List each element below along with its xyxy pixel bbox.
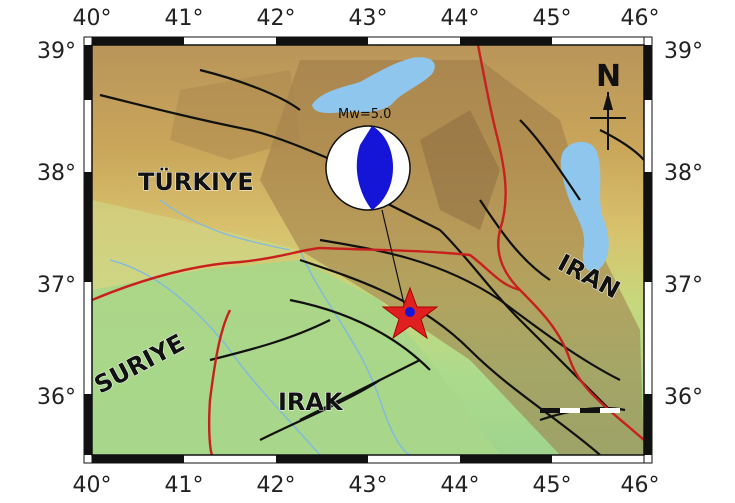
scale-bar [540,408,620,413]
lat-label: 37° [37,273,76,298]
lon-label: 44° [441,473,480,498]
magnitude-label: Mw=5.0 [338,107,391,122]
lon-label: 45° [533,6,572,31]
lat-label: 36° [664,385,703,410]
map-area: N Mw=5.0 TÜRKIYE IRAN SURIYE IRAK [92,45,644,455]
lon-labels-top: 40° 41° 42° 43° 44° 45° 46° [73,6,660,31]
river [159,199,291,251]
lon-label: 44° [441,6,480,31]
border-turkey-syria [92,246,321,302]
country-label-turkey: TÜRKIYE [138,166,254,196]
epicenter-star [381,286,439,340]
beachball-link [381,209,406,309]
lon-label: 42° [257,473,296,498]
lon-label: 46° [621,6,660,31]
lat-label: 36° [37,385,76,410]
lake-urmia [560,141,609,272]
north-label: N [596,59,621,94]
country-label-iraq: IRAK [278,388,344,416]
map-frame [83,36,653,464]
lon-label: 43° [349,6,388,31]
lon-labels-bottom: 40° 41° 42° 43° 44° 45° 46° [73,473,660,498]
lat-labels-left: 39° 38° 37° 36° [37,39,76,410]
border-turkey-iran [476,45,521,291]
lat-label: 37° [664,273,703,298]
lon-label: 46° [621,473,660,498]
border-syria-iraq [207,309,232,455]
lon-label: 41° [165,473,204,498]
focal-mechanism [325,125,411,211]
river [299,249,411,455]
lowland-zone [92,200,300,290]
lat-label: 39° [37,39,76,64]
border-turkey-iraq [319,246,521,292]
lon-label: 40° [73,473,112,498]
lowland-zone [92,260,500,455]
lat-label: 39° [664,39,703,64]
lake-van [312,57,435,114]
lon-label: 40° [73,6,112,31]
lon-label: 42° [257,6,296,31]
lon-label: 45° [533,473,572,498]
river [109,259,321,455]
borders [92,45,644,455]
border-iraq-iran [519,289,644,441]
lat-label: 38° [664,161,703,186]
lon-label: 41° [165,6,204,31]
lat-label: 38° [37,161,76,186]
lat-labels-right: 39° 38° 37° 36° [664,39,703,410]
lon-label: 43° [349,473,388,498]
north-arrow: N [590,59,626,150]
